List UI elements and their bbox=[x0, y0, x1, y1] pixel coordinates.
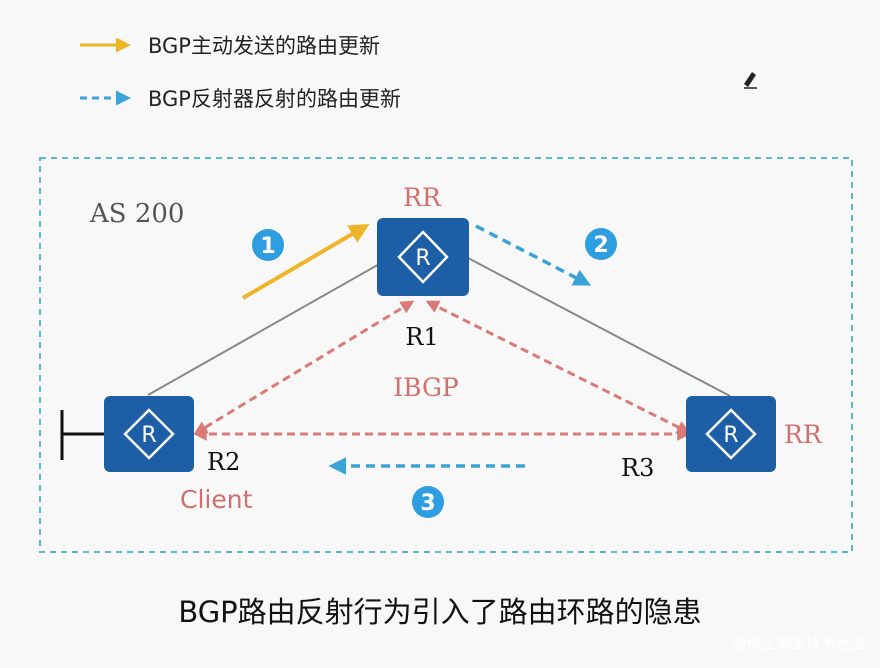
step-2: 2 bbox=[585, 228, 617, 260]
router-r3: R bbox=[686, 396, 776, 472]
router-r1-letter: R bbox=[415, 246, 430, 271]
link-r1-r2 bbox=[147, 257, 391, 396]
step-2-number: 2 bbox=[593, 233, 608, 258]
legend-active-label: BGP主动发送的路由更新 bbox=[148, 34, 380, 58]
update-arrow-1 bbox=[241, 223, 370, 300]
router-r3-name: R3 bbox=[621, 454, 654, 482]
link-r1-r3 bbox=[467, 257, 731, 397]
router-r2-icon bbox=[123, 408, 175, 460]
watermark: @稀土掘金技术社区 bbox=[731, 634, 866, 652]
router-r2-name: R2 bbox=[207, 448, 240, 476]
update-arrow-2 bbox=[475, 224, 592, 286]
legend: BGP主动发送的路由更新 BGP反射器反射的路由更新 bbox=[80, 34, 401, 111]
router-r3-role: RR bbox=[784, 420, 823, 449]
router-r2-letter: R bbox=[141, 423, 156, 448]
router-r3-letter: R bbox=[723, 423, 738, 448]
router-r1-icon bbox=[397, 230, 449, 284]
ibgp-r1-r3 bbox=[425, 300, 691, 434]
router-r1: R bbox=[377, 218, 469, 296]
step-3-number: 3 bbox=[420, 491, 435, 516]
ibgp-label: IBGP bbox=[393, 373, 459, 402]
router-r3-icon bbox=[705, 408, 757, 460]
router-r1-role: RR bbox=[403, 183, 442, 212]
router-r1-name: R1 bbox=[405, 323, 438, 351]
as-label: AS 200 bbox=[89, 199, 184, 229]
router-r2: R bbox=[104, 396, 194, 472]
as-boundary bbox=[39, 157, 853, 553]
legend-reflected-label: BGP反射器反射的路由更新 bbox=[148, 87, 401, 111]
router-r2-role: Client bbox=[180, 485, 253, 514]
pen-cursor-icon bbox=[744, 72, 757, 89]
step-1-number: 1 bbox=[260, 234, 275, 259]
ibgp-r1-r2 bbox=[193, 300, 415, 435]
figure-caption: BGP路由反射行为引入了路由环路的隐患 bbox=[178, 595, 701, 629]
step-3: 3 bbox=[412, 486, 444, 518]
step-1: 1 bbox=[252, 229, 284, 261]
